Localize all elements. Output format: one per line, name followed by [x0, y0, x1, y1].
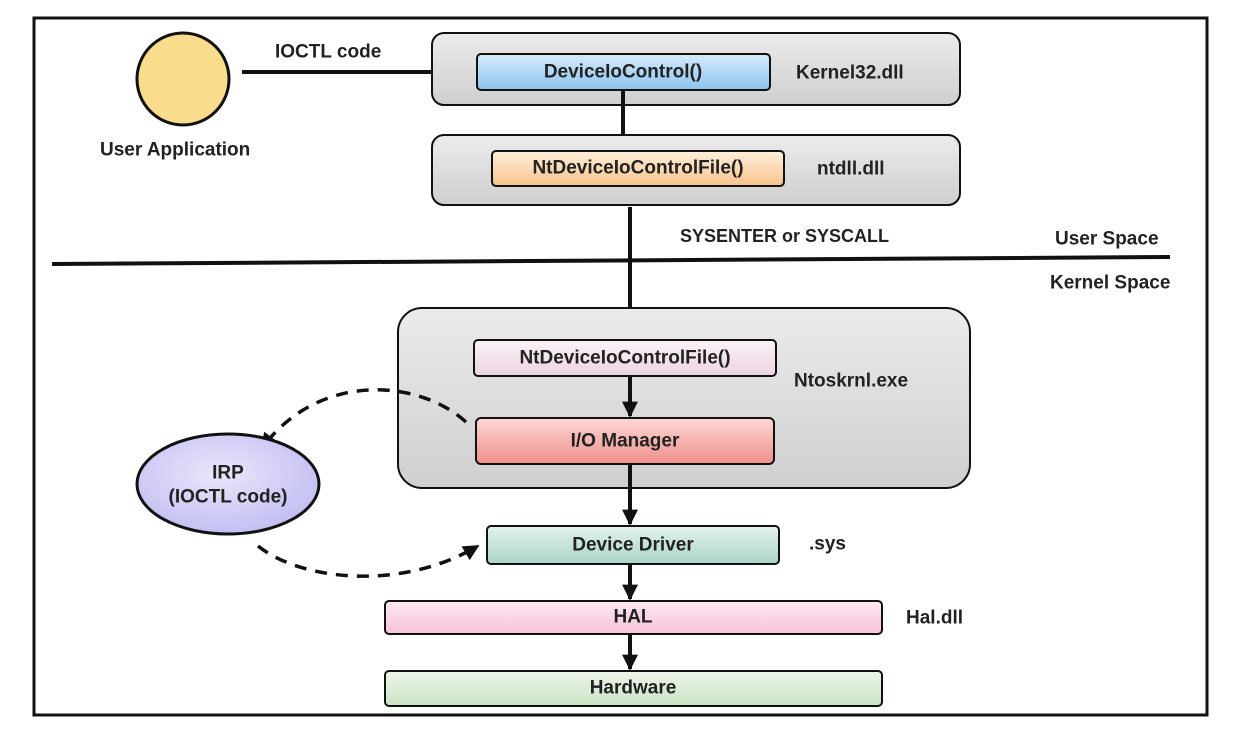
- io-manager-box: [475, 417, 775, 465]
- irp-ioctl-code-label: (IOCTL code): [169, 487, 288, 508]
- dashed-arrow-irp-to-driver: [256, 544, 480, 578]
- hal-box: [384, 600, 883, 635]
- hardware-label: Hardware: [590, 678, 677, 699]
- ntdll-ntdeviceiocontrolfile-label: NtDeviceIoControlFile(): [532, 158, 743, 179]
- device-driver-label: Device Driver: [572, 535, 694, 556]
- user-kernel-divider: [51, 255, 1171, 266]
- ntoskrnl-ntdeviceiocontrolfile-label: NtDeviceIoControlFile(): [519, 348, 730, 369]
- ntoskrnl-exe-label: Ntoskrnl.exe: [794, 371, 908, 392]
- ntdll-dll-label: ntdll.dll: [817, 159, 885, 180]
- io-manager-label: I/O Manager: [571, 431, 680, 452]
- ioctl-code-label: IOCTL code: [275, 42, 381, 63]
- ntoskrnl-ntdeviceiocontrolfile-box: [473, 339, 777, 377]
- user-application-circle: [135, 31, 231, 127]
- sys-extension-label: .sys: [809, 534, 846, 555]
- hal-label: HAL: [613, 607, 652, 628]
- kernel32-dll-label: Kernel32.dll: [796, 63, 904, 84]
- dashed-arrow-iomanager-to-irp: [260, 388, 468, 450]
- hardware-box: [384, 670, 883, 707]
- deviceiocontrol-label: DeviceIoControl(): [544, 62, 702, 83]
- user-application-label: User Application: [100, 140, 250, 161]
- irp-ellipse: [135, 432, 321, 536]
- irp-label: IRP: [212, 463, 244, 484]
- hal-dll-label: Hal.dll: [906, 608, 963, 629]
- kernel-space-label: Kernel Space: [1050, 273, 1170, 294]
- device-driver-box: [486, 525, 780, 565]
- user-space-label: User Space: [1055, 229, 1159, 250]
- sysenter-syscall-label: SYSENTER or SYSCALL: [680, 226, 889, 246]
- ntdll-ntdeviceiocontrolfile-box: [491, 150, 785, 187]
